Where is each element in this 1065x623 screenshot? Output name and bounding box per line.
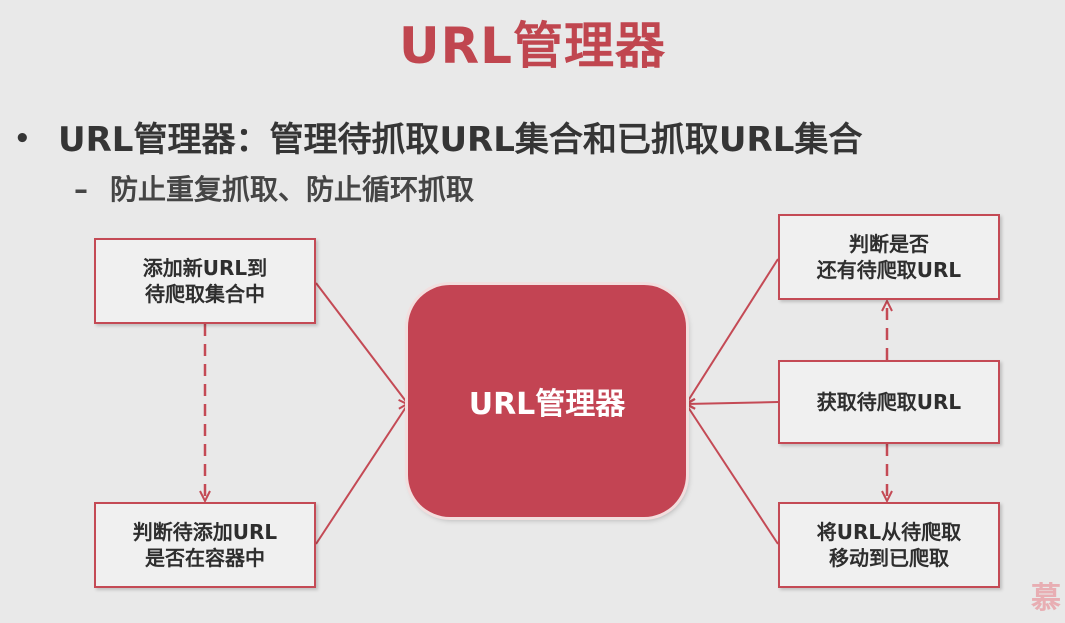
box-get-pending: 获取待爬取URL	[778, 360, 1000, 444]
box-move-done-line-1: 将URL从待爬取	[816, 520, 962, 544]
bullet-dot: •	[14, 124, 31, 154]
box-add-new-url: 添加新URL到 待爬取集合中	[94, 238, 316, 324]
box-has-pending-line-2: 还有待爬取URL	[816, 258, 962, 282]
box-check-exists-line-2: 是否在容器中	[144, 546, 265, 570]
bullet-text: URL管理器：管理待抓取URL集合和已抓取URL集合	[58, 120, 863, 160]
box-move-done-line-2: 移动到已爬取	[828, 546, 949, 570]
arrow-add-to-manager	[315, 282, 408, 404]
box-check-exists-line-1: 判断待添加URL	[132, 520, 278, 544]
sub-bullet: –防止重复抓取、防止循环抓取	[74, 168, 474, 208]
box-get-pending-line-1: 获取待爬取URL	[816, 390, 962, 414]
main-bullet: • URL管理器：管理待抓取URL集合和已抓取URL集合	[14, 112, 862, 161]
sub-dash: –	[74, 173, 88, 206]
box-check-exists: 判断待添加URL 是否在容器中	[94, 502, 316, 588]
box-add-new-line-2: 待爬取集合中	[144, 282, 265, 306]
sub-bullet-text: 防止重复抓取、防止循环抓取	[110, 173, 475, 206]
arrow-get-to-manager	[686, 402, 779, 404]
box-add-new-line-1: 添加新URL到	[142, 256, 268, 280]
url-manager-node: URL管理器	[408, 285, 686, 517]
box-has-pending-line-1: 判断是否	[848, 232, 929, 256]
box-move-done: 将URL从待爬取 移动到已爬取	[778, 502, 1000, 588]
watermark-logo: 慕	[1031, 581, 1061, 616]
arrow-haspending-to-manager	[686, 258, 779, 404]
arrow-check-to-manager	[315, 404, 408, 545]
box-has-pending: 判断是否 还有待爬取URL	[778, 214, 1000, 300]
slide-title: URL管理器	[399, 17, 666, 75]
arrow-move-to-manager	[686, 404, 779, 545]
